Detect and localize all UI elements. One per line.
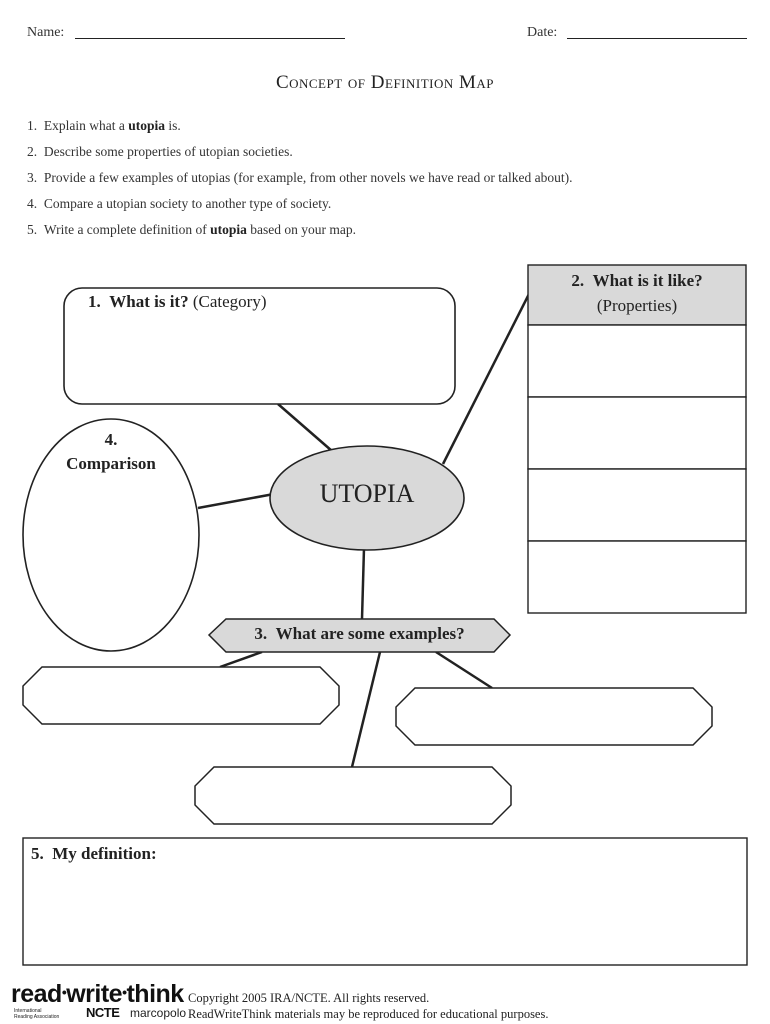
- property-cell-1[interactable]: [527, 324, 747, 398]
- page-title: Concept of Definition Map: [275, 72, 495, 93]
- connector-properties: [441, 291, 532, 465]
- logo-dot-icon: •: [122, 984, 127, 1000]
- connector-category: [277, 403, 333, 452]
- example-box-2[interactable]: [395, 687, 713, 746]
- logo-dot-icon: •: [61, 984, 67, 1000]
- reproduction-text: ReadWriteThink materials may be reproduc…: [188, 1007, 549, 1021]
- name-label: Name:: [27, 25, 65, 40]
- category-label: 1. What is it? (Category): [88, 292, 267, 311]
- center-oval: [269, 445, 465, 551]
- connector-comparison: [197, 492, 275, 510]
- readwritethink-logo: read•write•think: [11, 980, 184, 1008]
- name-field[interactable]: [75, 38, 345, 39]
- category-box[interactable]: [63, 287, 456, 405]
- examples-banner: [207, 618, 512, 653]
- instruction-1: 1. Explain what a utopia is.: [27, 118, 181, 133]
- date-label: Date:: [527, 25, 558, 40]
- instruction-5: 5. Write a complete definition of utopia…: [27, 222, 357, 237]
- instruction-3: 3. Provide a few examples of utopias (fo…: [27, 170, 573, 185]
- connector-example-2: [435, 650, 493, 690]
- example-box-3[interactable]: [194, 766, 512, 825]
- center-label: UTOPIA: [319, 479, 415, 508]
- comparison-oval[interactable]: [22, 418, 200, 652]
- property-cell-3[interactable]: [527, 468, 747, 542]
- footer-text: Copyright 2005 IRA/NCTE. All rights rese…: [188, 990, 548, 1022]
- definition-box[interactable]: [22, 837, 748, 966]
- connector-example-1: [219, 650, 263, 669]
- property-cell-4[interactable]: [527, 540, 747, 614]
- instruction-2: 2. Describe some properties of utopian s…: [27, 144, 293, 159]
- example-box-1[interactable]: [22, 666, 340, 725]
- ncte-logo: NCTE: [86, 1005, 120, 1020]
- date-field[interactable]: [567, 38, 747, 39]
- examples-label: 3. What are some examples?: [254, 624, 465, 643]
- comparison-label: 4. Comparison: [66, 430, 156, 473]
- definition-label: 5. My definition:: [31, 844, 157, 863]
- copyright-text: Copyright 2005 IRA/NCTE. All rights rese…: [188, 991, 430, 1005]
- properties-label: 2. What is it like? (Properties): [571, 271, 703, 315]
- connector-examples: [360, 547, 366, 620]
- property-cell-2[interactable]: [527, 396, 747, 470]
- ira-logo: International Reading Association: [14, 1008, 60, 1020]
- instruction-4: 4. Compare a utopian society to another …: [27, 196, 332, 211]
- marcopolo-logo: marcopolo: [130, 1006, 187, 1020]
- connector-example-3: [350, 651, 382, 768]
- properties-header-cell: [527, 264, 747, 326]
